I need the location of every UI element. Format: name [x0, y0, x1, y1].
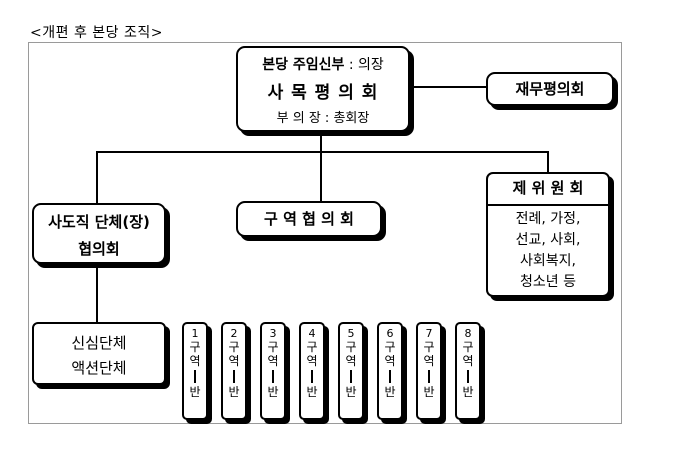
committee-item: 청소년 등 — [520, 274, 576, 290]
apostolic-association-line1: 사도직 단체(장) — [48, 213, 150, 231]
district-unit-3: 3 구 역 반 — [260, 322, 286, 420]
chair-role: : 의장 — [344, 57, 384, 73]
connector-groups — [96, 264, 98, 322]
groups-box: 신심단체 액션단체 — [32, 322, 166, 385]
unit-divider — [194, 370, 196, 383]
unit-divider — [311, 370, 313, 383]
diagram-frame — [28, 42, 622, 424]
unit-char: 역 — [228, 354, 240, 368]
unit-divider — [389, 370, 391, 383]
unit-char: 반 — [384, 385, 396, 399]
apostolic-association-line2: 협의회 — [78, 240, 120, 258]
unit-divider — [350, 370, 352, 383]
groups-line1: 신심단체 — [71, 334, 127, 352]
committee-item: 사회복지, — [520, 253, 576, 269]
unit-char: 반 — [345, 385, 357, 399]
pastoral-council-title: 사 목 평 의 회 — [267, 83, 379, 103]
committee-list: 전례, 가정, 선교, 사회, 사회복지, 청소년 등 — [488, 209, 608, 293]
unit-char: 역 — [306, 354, 318, 368]
unit-divider — [428, 370, 430, 383]
unit-char: 역 — [345, 354, 357, 368]
connector-top-down — [320, 132, 322, 152]
unit-divider — [272, 370, 274, 383]
unit-char: 역 — [462, 354, 474, 368]
unit-number: 7 — [425, 327, 433, 340]
unit-char: 반 — [462, 385, 474, 399]
connector-top-finance — [410, 86, 486, 88]
committee-title: 제 위 원 회 — [488, 174, 608, 206]
unit-char: 반 — [267, 385, 279, 399]
finance-council-box: 재무평의회 — [486, 72, 614, 106]
vice-chair-label: 부 의 장 : 총회장 — [276, 111, 370, 126]
connector-committee — [547, 151, 549, 172]
unit-number: 2 — [230, 327, 238, 340]
diagram-caption: <개편 후 본당 조직> — [30, 25, 163, 41]
unit-char: 구 — [423, 340, 435, 354]
unit-number: 4 — [308, 327, 316, 340]
committee-item: 전례, 가정, — [515, 211, 581, 227]
district-unit-5: 5 구 역 반 — [338, 322, 364, 420]
unit-char: 구 — [267, 340, 279, 354]
finance-council-label: 재무평의회 — [515, 80, 585, 98]
district-unit-8: 8 구 역 반 — [455, 322, 481, 420]
unit-char: 구 — [228, 340, 240, 354]
unit-char: 구 — [384, 340, 396, 354]
unit-number: 3 — [269, 327, 277, 340]
district-council-label: 구 역 협 의 회 — [264, 210, 354, 228]
unit-char: 반 — [228, 385, 240, 399]
unit-char: 구 — [189, 340, 201, 354]
unit-divider — [467, 370, 469, 383]
connector-association — [96, 151, 98, 203]
unit-char: 반 — [306, 385, 318, 399]
committee-item: 선교, 사회, — [515, 232, 581, 248]
unit-char: 역 — [423, 354, 435, 368]
unit-char: 구 — [345, 340, 357, 354]
district-unit-6: 6 구 역 반 — [377, 322, 403, 420]
unit-char: 구 — [306, 340, 318, 354]
unit-char: 역 — [384, 354, 396, 368]
district-unit-1: 1 구 역 반 — [182, 322, 208, 420]
committee-box: 제 위 원 회 전례, 가정, 선교, 사회, 사회복지, 청소년 등 — [486, 172, 610, 297]
chair-label: 본당 주임신부 — [262, 57, 345, 73]
unit-char: 구 — [462, 340, 474, 354]
unit-number: 8 — [464, 327, 472, 340]
groups-line2: 액션단체 — [71, 359, 127, 377]
district-council-box: 구 역 협 의 회 — [236, 201, 382, 237]
unit-number: 6 — [386, 327, 394, 340]
pastoral-council-box: 본당 주임신부 : 의장 사 목 평 의 회 부 의 장 : 총회장 — [236, 46, 410, 132]
connector-district — [320, 151, 322, 201]
unit-char: 역 — [189, 354, 201, 368]
unit-number: 1 — [191, 327, 199, 340]
unit-char: 역 — [267, 354, 279, 368]
unit-number: 5 — [347, 327, 355, 340]
unit-divider — [233, 370, 235, 383]
connector-horizontal — [96, 151, 549, 153]
unit-char: 반 — [423, 385, 435, 399]
district-unit-2: 2 구 역 반 — [221, 322, 247, 420]
apostolic-association-box: 사도직 단체(장) 협의회 — [32, 203, 166, 264]
district-unit-4: 4 구 역 반 — [299, 322, 325, 420]
unit-char: 반 — [189, 385, 201, 399]
district-unit-7: 7 구 역 반 — [416, 322, 442, 420]
